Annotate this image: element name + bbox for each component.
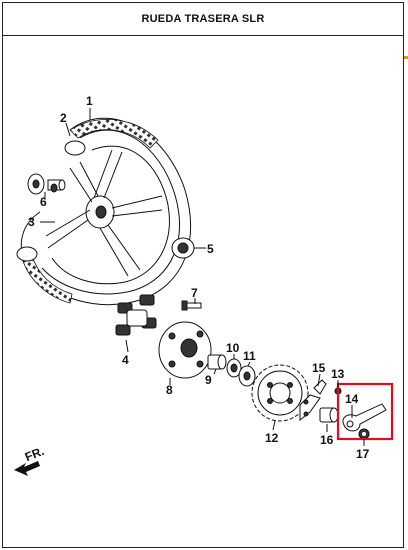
diagram-frame: RUEDA TRASERA SLR <box>2 2 404 548</box>
callout-14: 14 <box>345 392 359 406</box>
part-5-bearing <box>171 237 195 259</box>
direction-label: FR. <box>23 444 46 464</box>
direction-indicator: FR. <box>14 444 46 476</box>
callout-4: 4 <box>122 353 129 367</box>
callout-11: 11 <box>243 349 256 363</box>
hub-bore <box>95 205 107 219</box>
part-9-collar <box>207 354 227 370</box>
part-15-lock-plate <box>299 379 327 422</box>
part-6-bearing <box>27 173 66 195</box>
part-17-nut <box>358 428 370 440</box>
callout-12: 12 <box>265 431 279 445</box>
part-14-chain-adjuster <box>342 403 387 432</box>
part-8-flange <box>158 321 212 379</box>
callout-16: 16 <box>320 433 334 447</box>
callout-1: 1 <box>86 94 93 108</box>
highlight-box <box>336 382 394 441</box>
tire-tread <box>69 119 159 149</box>
tire-section-top <box>64 140 86 156</box>
spoke-b <box>111 195 163 217</box>
spoke-e <box>69 161 99 203</box>
part-12-sprocket <box>251 364 309 422</box>
callout-8: 8 <box>166 383 173 397</box>
spoke-a <box>93 149 123 199</box>
front-arrow-icon <box>14 461 40 476</box>
callout-15: 15 <box>312 361 326 375</box>
callout-9: 9 <box>205 373 212 387</box>
tire-tread-lower <box>21 255 73 304</box>
diagram-title: RUEDA TRASERA SLR <box>141 13 265 25</box>
part-7-bolt <box>181 300 202 311</box>
leader-lines <box>40 108 365 446</box>
spoke-d <box>45 209 91 249</box>
edge-mark <box>404 56 408 59</box>
callout-2: 2 <box>60 111 67 125</box>
part-16-spacer <box>319 407 339 423</box>
callout-3: 3 <box>28 215 35 229</box>
callout-7: 7 <box>191 286 198 300</box>
callout-17: 17 <box>356 447 370 461</box>
rim <box>51 145 170 285</box>
callout-6: 6 <box>40 195 47 209</box>
callout-10: 10 <box>226 341 240 355</box>
rear-wheel <box>16 117 192 306</box>
callout-13: 13 <box>331 367 345 381</box>
spoke-c <box>99 224 141 277</box>
tire-section-bottom <box>16 246 38 262</box>
part-4-damper <box>115 294 157 336</box>
part-10-seal <box>226 358 242 378</box>
callout-5: 5 <box>207 242 214 256</box>
title-bar: RUEDA TRASERA SLR <box>3 3 403 36</box>
part-11-bearing <box>238 365 256 387</box>
